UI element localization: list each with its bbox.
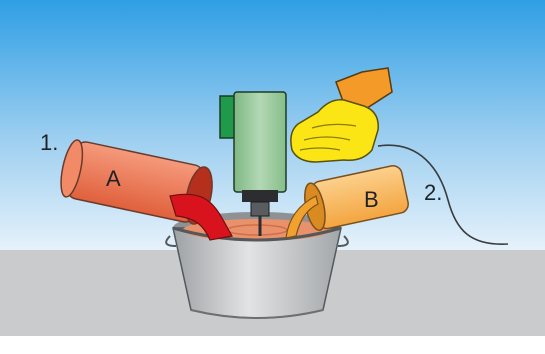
pour-stream-a [169, 193, 233, 241]
can-a-bottom [60, 139, 84, 198]
component-a-label: A [106, 166, 121, 191]
glove-hand [290, 99, 379, 163]
drill-body [233, 91, 287, 193]
bucket-base-shadow [190, 309, 324, 319]
step-1-label: 1. [40, 130, 58, 155]
bucket-handle [165, 235, 349, 247]
drill-chuck [250, 201, 270, 217]
bottom-strip [0, 336, 545, 354]
gloved-hand-icon [290, 67, 393, 163]
can-b-group: B [304, 165, 409, 232]
step-2-label: 2. [424, 180, 442, 205]
drill-cable [377, 144, 509, 245]
pour-stream-b [285, 195, 319, 239]
component-b-label: B [364, 187, 379, 212]
bucket-rim-front [172, 226, 342, 242]
power-drill-icon [219, 91, 287, 236]
drill-collar [242, 190, 278, 202]
glove-fingers [299, 123, 357, 151]
